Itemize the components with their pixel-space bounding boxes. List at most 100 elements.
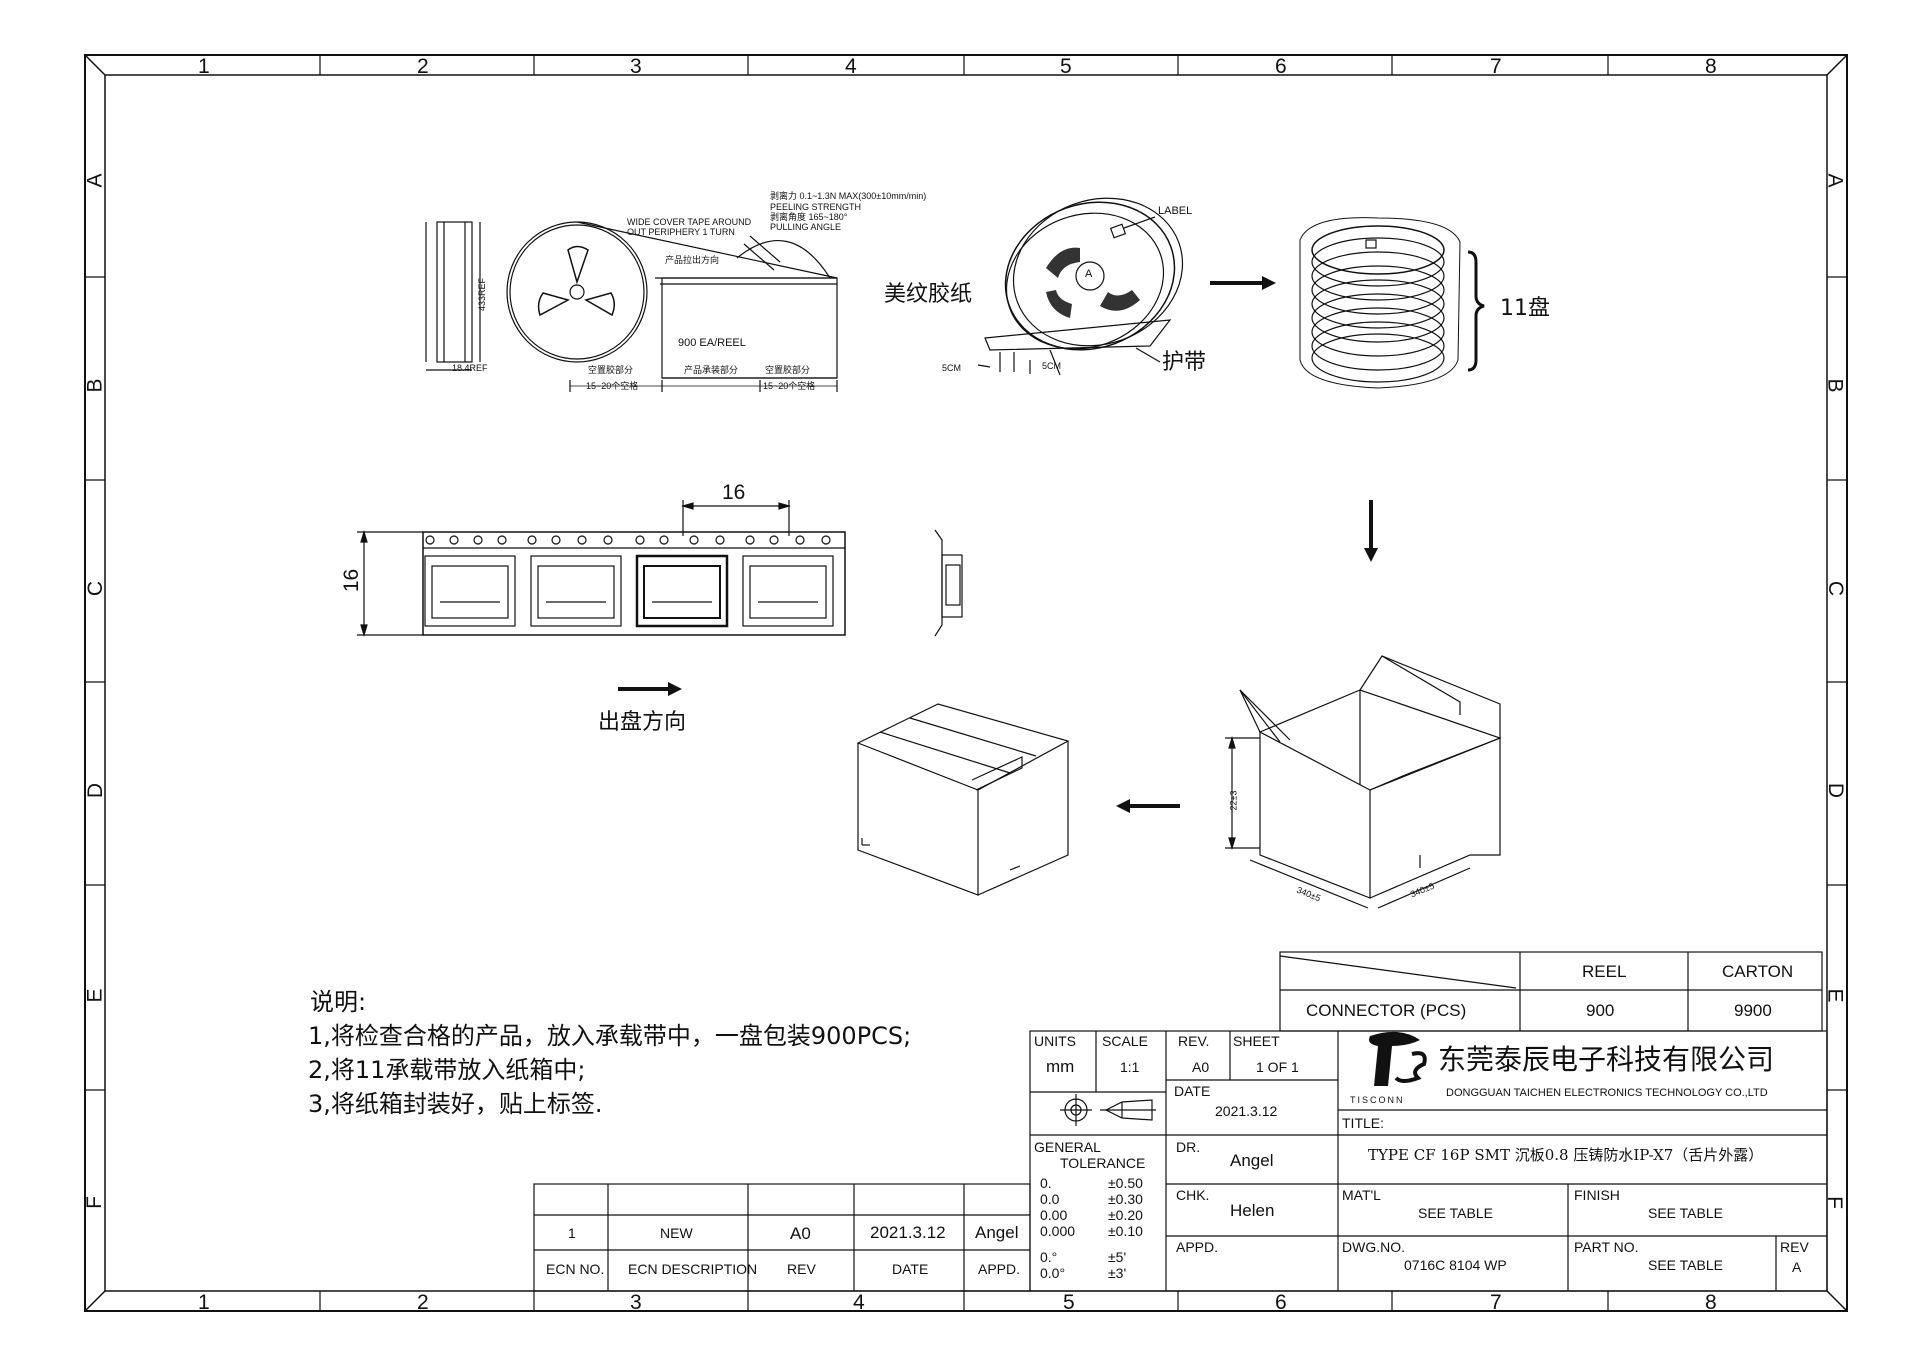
carton-height-dim: 22±3	[1228, 790, 1239, 811]
rev-header-date: DATE	[892, 1261, 929, 1277]
scale-label: SCALE	[1102, 1033, 1148, 1049]
title-block-grid	[1029, 1030, 1828, 1292]
rev-header-appd: APPD.	[978, 1261, 1021, 1277]
qty-carton-value: 9900	[1734, 1001, 1772, 1020]
part-value: SEE TABLE	[1648, 1257, 1723, 1273]
logo-text: TISCONN	[1350, 1095, 1405, 1105]
matl-value: SEE TABLE	[1418, 1205, 1493, 1221]
tol-1-val: ±0.30	[1108, 1191, 1143, 1207]
sheet-label: SHEET	[1233, 1033, 1280, 1049]
zone-col-1-bottom: 1	[198, 1291, 210, 1314]
zone-row-c-right: C	[1824, 580, 1848, 597]
zone-col-2-bottom: 2	[417, 1291, 429, 1314]
part-label: PART NO.	[1574, 1239, 1639, 1255]
drawing-title: TYPE CF 16P SMT 沉板0.8 压铸防水IP-X7（舌片外露）	[1368, 1146, 1764, 1164]
units-label: UNITS	[1034, 1033, 1076, 1049]
rev-appd: Angel	[975, 1223, 1019, 1242]
tol-5-key: 0.0°	[1040, 1265, 1066, 1281]
rev-header-rev: REV	[787, 1261, 816, 1277]
reel-front-view	[506, 221, 648, 363]
tol-5-val: ±3'	[1108, 1265, 1127, 1281]
scale-value: 1:1	[1120, 1059, 1140, 1075]
tol-0-key: 0.	[1040, 1175, 1052, 1191]
date-label: DATE	[1174, 1083, 1211, 1099]
unreel-direction-label: 出盘方向	[598, 710, 687, 735]
tape-dim-b: 5CM	[1042, 361, 1062, 371]
rev-ecn-desc: NEW	[660, 1225, 693, 1241]
note-item-1: 1,将检查合格的产品，放入承载带中，一盘包装900PCS;	[308, 1022, 912, 1050]
rev-header-ecn-no: ECN NO.	[546, 1261, 605, 1277]
company-name-en: DONGGUAN TAICHEN ELECTRONICS TECHNOLOGY …	[1446, 1087, 1768, 1099]
tape-dim-a: 5CM	[942, 363, 962, 373]
dr-label: DR.	[1176, 1139, 1201, 1155]
company-name-cn: 东莞泰辰电子科技有限公司	[1438, 1043, 1775, 1076]
tol-2-val: ±0.20	[1108, 1207, 1143, 1223]
zone-col-1: 1	[198, 55, 210, 78]
chk-label: CHK.	[1176, 1187, 1210, 1203]
zone-row-f-right: F	[1822, 1196, 1846, 1209]
empty-right-sub: 15~20个空格	[763, 381, 816, 391]
rev-label: REV.	[1178, 1033, 1210, 1049]
empty-left-sub: 15~20个空格	[586, 381, 639, 391]
sealed-carton	[856, 703, 1070, 896]
zone-row-b-right: B	[1823, 378, 1847, 393]
process-arrows	[618, 276, 1378, 813]
tol-1-key: 0.0	[1040, 1191, 1060, 1207]
revision-table-grid	[533, 1183, 1031, 1292]
stack-count-label: 11盘	[1500, 296, 1550, 321]
tape-strip	[661, 277, 838, 379]
reel-spec-figure	[425, 221, 838, 392]
title-label: TITLE:	[1342, 1115, 1385, 1131]
date-value: 2021.3.12	[1215, 1103, 1278, 1119]
zone-col-8-bottom: 8	[1705, 1291, 1717, 1314]
reel-side-view	[436, 221, 473, 363]
reel-mark: A	[1085, 268, 1093, 280]
peel-note-3: 剥离角度 165~180°	[770, 212, 848, 222]
zone-col-4: 4	[845, 55, 857, 78]
peel-note-2: PEELING STRENGTH	[770, 202, 862, 212]
zone-row-e: E	[83, 988, 107, 1003]
notes-heading: 说明:	[310, 988, 367, 1016]
sheet-value: 1 OF 1	[1256, 1059, 1299, 1075]
note-item-2: 2,将11承载带放入纸箱中;	[308, 1056, 586, 1084]
zone-col-3: 3	[630, 55, 642, 78]
zone-row-c: C	[84, 580, 108, 597]
zone-row-a: A	[83, 173, 107, 188]
zone-col-5: 5	[1060, 55, 1072, 78]
qty-header-reel: REEL	[1582, 962, 1627, 981]
qty-header-carton: CARTON	[1722, 962, 1794, 981]
zone-col-2: 2	[417, 55, 429, 78]
zone-col-5-bottom: 5	[1063, 1291, 1075, 1314]
rev-ecn-no: 1	[568, 1225, 576, 1241]
rev-date: 2021.3.12	[870, 1223, 946, 1242]
reel-height-dim: 433REF	[477, 277, 488, 312]
qty-reel-value: 900	[1586, 1001, 1615, 1020]
dr-value: Angel	[1230, 1151, 1274, 1170]
zone-col-6: 6	[1275, 55, 1287, 78]
finish-label: FINISH	[1574, 1187, 1620, 1203]
zone-col-8: 8	[1705, 55, 1717, 78]
zone-row-d: D	[84, 782, 108, 799]
cover-tape-note-2: OUT PERIPHERY 1 TURN	[627, 227, 735, 237]
pull-direction-note: 产品拉出方向	[665, 255, 720, 265]
ea-per-reel: 900 EA/REEL	[678, 337, 746, 349]
finish-value: SEE TABLE	[1648, 1205, 1723, 1221]
protect-tape-label: 护带	[1162, 350, 1207, 375]
border-chamfers	[84, 54, 1848, 1312]
empty-right: 空置胶部分	[765, 365, 811, 375]
open-carton	[1225, 655, 1502, 909]
matl-label: MAT'L	[1342, 1187, 1381, 1203]
peel-note-4: PULLING ANGLE	[770, 222, 842, 232]
zone-row-b: B	[83, 378, 107, 393]
tol-4-val: ±5'	[1108, 1249, 1127, 1265]
reel-width-dim: 18.4REF	[452, 363, 488, 373]
zone-row-a-right: A	[1823, 173, 1847, 188]
rev-rev: A0	[790, 1224, 811, 1243]
zone-row-d-right: D	[1824, 782, 1848, 799]
rev2-value: A	[1792, 1259, 1802, 1275]
zone-col-7: 7	[1490, 55, 1502, 78]
reel-label-figure	[977, 197, 1184, 376]
masking-tape-label: 美纹胶纸	[884, 282, 973, 307]
qty-row-label: CONNECTOR (PCS)	[1306, 1001, 1467, 1020]
